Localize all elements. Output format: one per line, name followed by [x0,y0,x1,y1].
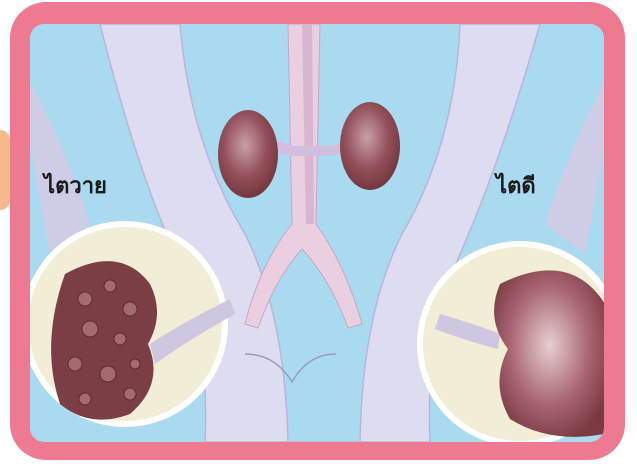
label-diseased-kidney: ไตวาย [44,168,107,203]
kidney-right-small [340,102,400,190]
kidney-healthy [494,270,604,436]
anatomy-drawing [30,24,604,442]
right-arm [545,84,604,254]
side-tab [0,130,10,210]
label-healthy-kidney: ไตดี [496,168,536,203]
kidney-left-small [218,110,278,198]
illustration [30,24,604,442]
